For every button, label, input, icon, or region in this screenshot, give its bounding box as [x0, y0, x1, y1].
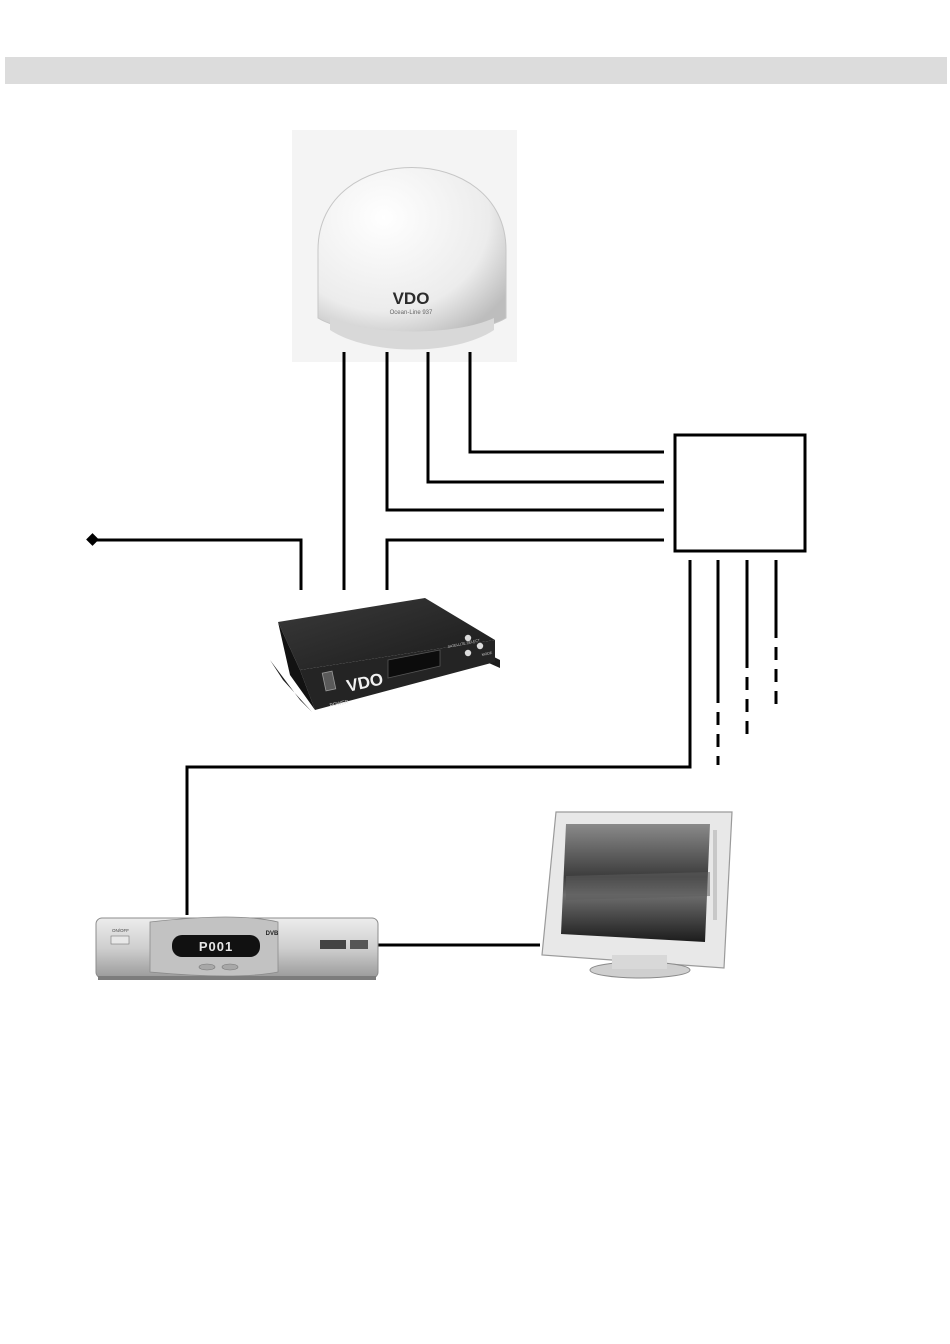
receiver-card-slot-2	[350, 940, 368, 949]
junction-box	[675, 435, 805, 551]
receiver-left-button	[199, 964, 215, 970]
satellite-select-down-button	[465, 650, 471, 656]
cable-dome-to-box-1	[470, 352, 664, 452]
controller-unit: POWER VDO SATELLITE SELECT MODE	[270, 598, 500, 712]
tv-monitor	[542, 812, 732, 978]
power-plug-marker	[86, 533, 99, 546]
antenna-dome: VDO Ocean-Line 937	[292, 130, 517, 362]
receiver-feet	[98, 976, 376, 980]
monitor-stand-neck	[612, 955, 667, 969]
dome-model-label: Ocean-Line 937	[390, 310, 433, 316]
cable-dome-to-box-2	[428, 352, 664, 482]
receiver-dvb-badge: DVB	[266, 931, 279, 937]
dome-brand-logo: VDO	[393, 289, 430, 308]
cable-box-to-controller	[387, 540, 664, 590]
cable-power-feed	[93, 540, 301, 590]
monitor-side-controls	[713, 830, 717, 920]
receiver-display-readout: P001	[199, 939, 233, 954]
receiver-standby-button	[111, 936, 129, 944]
receiver-right-button	[222, 964, 238, 970]
receiver-standby-label: ON/OFF	[112, 928, 129, 933]
mode-button	[477, 643, 483, 649]
receiver-card-slot	[320, 940, 346, 949]
satellite-receiver: P001 DVB ON/OFF	[96, 917, 378, 980]
monitor-screen-scene	[566, 872, 710, 900]
